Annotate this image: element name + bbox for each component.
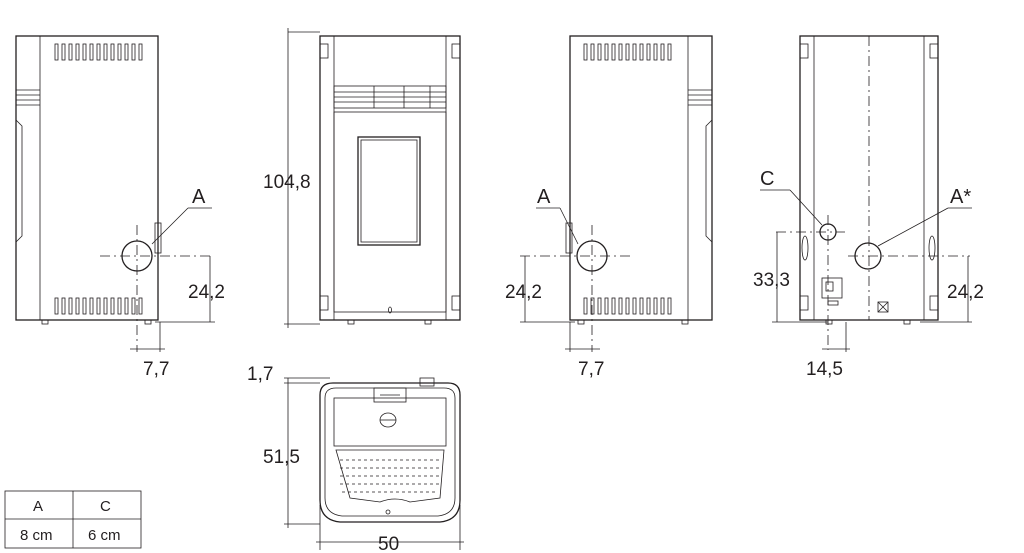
dim-top-gap: 1,7 (247, 364, 273, 385)
side-right-body (569, 35, 713, 321)
label-a-left: A (192, 186, 206, 208)
table-header-c: C (100, 498, 111, 515)
rear-view: C A* 33,3 24,2 14,5 (753, 35, 984, 380)
side-right-grille (688, 89, 712, 106)
dim-width: 50 (378, 534, 399, 553)
side-right-bottom-vents (583, 297, 672, 315)
dim-rear-offset: 14,5 (806, 359, 843, 380)
side-left-grille (16, 89, 40, 106)
rear-label-plate (877, 301, 889, 313)
dim-rear-c-height: 33,3 (753, 270, 790, 291)
top-view: 1,7 51,5 50 (247, 364, 464, 553)
label-a-star-rear: A* (950, 186, 971, 208)
top-firebox (333, 397, 447, 447)
label-a-right: A (537, 186, 551, 208)
top-outline (319, 382, 461, 523)
dim-depth: 51,5 (263, 447, 300, 468)
table-value-c: 6 cm (88, 527, 121, 544)
dim-side-right-height: 24,2 (505, 282, 542, 303)
side-left-top-vents (54, 43, 143, 61)
side-left-body (15, 35, 159, 321)
table-value-a: 8 cm (20, 527, 53, 544)
side-view-right: A 24,2 7,7 (505, 35, 713, 380)
pipe-size-table: A C 8 cm 6 cm (4, 490, 142, 549)
front-window (357, 136, 421, 246)
dim-height-total: 104,8 (263, 172, 311, 193)
rear-control-box (821, 277, 843, 299)
dim-side-right-offset: 7,7 (578, 359, 604, 380)
dim-side-left-height: 24,2 (188, 282, 225, 303)
front-view: 104,8 (263, 28, 461, 328)
dim-rear-a-height: 24,2 (947, 282, 984, 303)
dim-side-left-offset: 7,7 (143, 359, 169, 380)
side-view-left: A 24,2 7,7 (15, 35, 225, 380)
front-body (319, 35, 461, 321)
side-right-top-vents (583, 43, 672, 61)
table-header-a: A (33, 498, 43, 515)
front-door (333, 111, 447, 313)
top-control-panel (373, 387, 407, 403)
top-ash-grid (335, 449, 445, 503)
side-left-bottom-vents (54, 297, 143, 315)
label-c-rear: C (760, 168, 774, 190)
